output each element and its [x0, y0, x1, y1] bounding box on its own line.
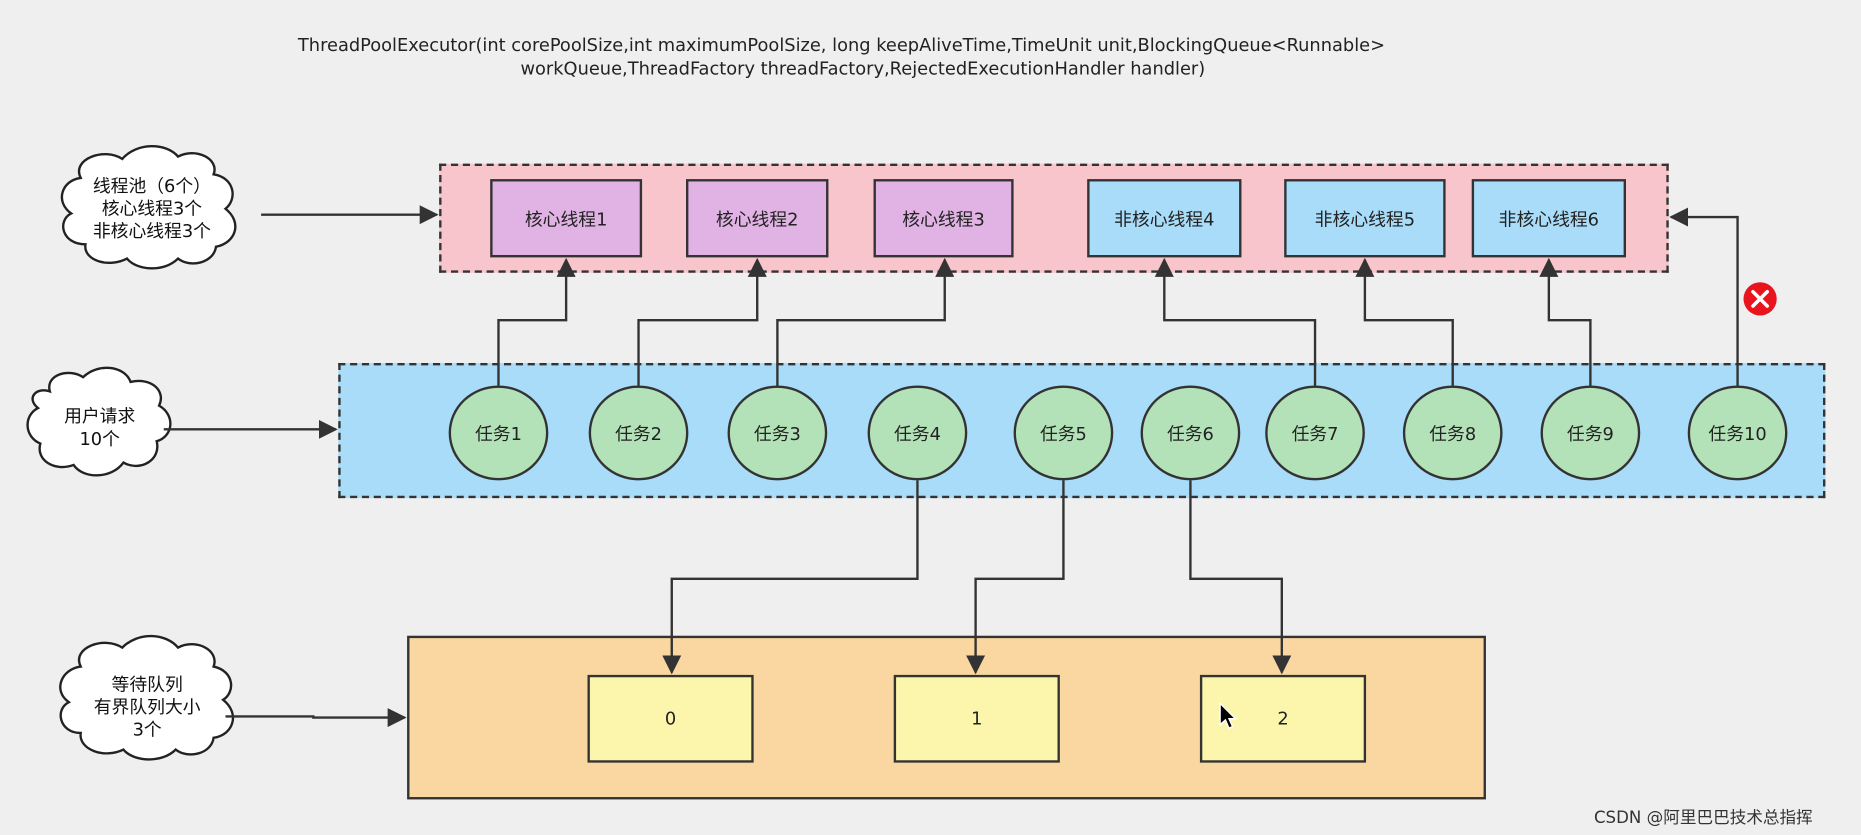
- watermark: CSDN @阿里巴巴技术总指挥: [1593, 808, 1813, 828]
- cloud-queue-line-1: 等待队列: [111, 673, 183, 696]
- task4-to-slot0-arrow: [662, 480, 919, 675]
- task2-to-core2-arrow: [637, 257, 767, 386]
- cloud-requests-line-1: 用户请求: [64, 405, 136, 427]
- cloud-pool-text: 线程池（6个） 核心线程3个 非核心线程3个: [85, 176, 218, 244]
- task1-to-core1-arrow: [497, 257, 576, 386]
- queue-slot-1: 1: [893, 674, 1060, 763]
- task3-to-core3-arrow: [776, 257, 955, 386]
- task-6: 任务6: [1140, 385, 1241, 481]
- cloud-requests-shape: [26, 366, 172, 477]
- queue-cloud-arrow: [225, 708, 407, 728]
- signature-line-1: ThreadPoolExecutor(int corePoolSize,int …: [297, 34, 1386, 56]
- noncore-thread-4: 非核心线程4: [1087, 179, 1242, 258]
- task-2: 任务2: [588, 385, 689, 481]
- cloud-requests-line-2: 10个: [79, 428, 120, 450]
- task-9: 任务9: [1540, 385, 1641, 481]
- task8-to-noncore5-arrow: [1355, 257, 1454, 386]
- core-thread-2: 核心线程2: [686, 179, 829, 258]
- core-thread-1: 核心线程1: [490, 179, 643, 258]
- mouse-cursor-icon: [1219, 702, 1238, 730]
- cloud-requests-text: 用户请求 10个: [40, 406, 159, 451]
- queue-slot-0: 0: [587, 674, 754, 763]
- queue-slot-2: 2: [1199, 674, 1367, 763]
- task-7: 任务7: [1265, 385, 1365, 481]
- constructor-signature: ThreadPoolExecutor(int corePoolSize,int …: [0, 33, 1861, 80]
- cloud-pool-shape: [60, 145, 237, 270]
- task-4: 任务4: [867, 385, 968, 481]
- cloud-queue-line-2: 有界队列大小: [93, 696, 201, 718]
- task-1: 任务1: [448, 385, 549, 481]
- task7-to-noncore4-arrow: [1154, 257, 1317, 386]
- cloud-pool-line-3: 非核心线程3个: [92, 220, 211, 242]
- noncore-thread-6: 非核心线程6: [1471, 179, 1626, 258]
- thread-pool-band: [439, 163, 1669, 273]
- task5-to-slot1-arrow: [966, 480, 1065, 675]
- cloud-queue-shape: [59, 634, 234, 761]
- core-thread-3: 核心线程3: [873, 179, 1014, 258]
- task6-to-slot2-arrow: [1189, 480, 1292, 675]
- cloud-pool-line-1: 线程池（6个）: [92, 175, 211, 197]
- task10-rejected-arrow: [1669, 207, 1739, 386]
- noncore-thread-5: 非核心线程5: [1284, 179, 1446, 258]
- task-8: 任务8: [1402, 385, 1503, 481]
- cloud-pool-line-2: 核心线程3个: [101, 198, 203, 220]
- cloud-queue-line-3: 3个: [132, 718, 162, 741]
- task9-to-noncore6-arrow: [1539, 257, 1592, 386]
- signature-line-2: workQueue,ThreadFactory threadFactory,Re…: [520, 58, 1206, 80]
- task-5: 任务5: [1013, 385, 1114, 481]
- task-3: 任务3: [727, 385, 828, 481]
- cloud-queue-text: 等待队列 有界队列大小 3个: [74, 674, 221, 742]
- x-circle-icon: [1743, 282, 1777, 316]
- task-10: 任务10: [1687, 385, 1788, 481]
